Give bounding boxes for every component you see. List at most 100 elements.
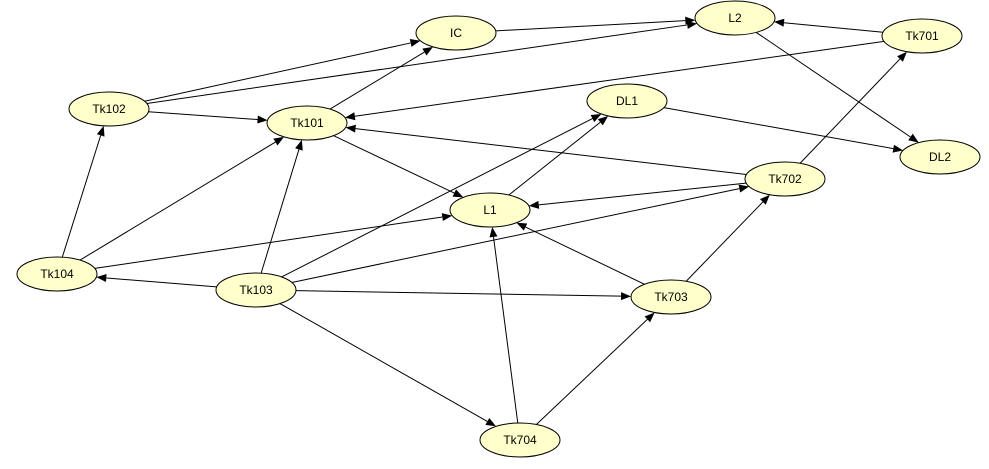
edge-Tk702-to-Tk101 (345, 124, 747, 175)
node-ellipse[interactable] (881, 18, 963, 54)
arrowhead-icon (686, 20, 698, 29)
node-ellipse[interactable] (215, 272, 297, 308)
arrowhead-icon (738, 184, 750, 193)
node-label: DL2 (929, 150, 951, 164)
edge-Tk703-to-L1 (516, 222, 645, 285)
arrowhead-icon (452, 189, 464, 198)
edge-line (281, 118, 593, 278)
edge-Tk101-to-L1 (333, 135, 464, 198)
edge-Tk103-to-DL1 (281, 114, 602, 278)
node-ellipse[interactable] (16, 256, 98, 292)
node-label: Tk103 (239, 283, 273, 297)
node-tk101[interactable]: Tk101 (266, 105, 348, 141)
edge-Tk702-to-L1 (528, 182, 747, 209)
edge-Tk104-to-Tk101 (79, 136, 284, 261)
edge-line (783, 22, 884, 33)
edge-Tk704-to-Tk703 (536, 312, 655, 425)
edge-line (333, 135, 455, 194)
node-label: Tk101 (290, 116, 324, 130)
edge-IC-to-L2 (495, 16, 696, 32)
edge-line (329, 51, 425, 110)
edge-L2-to-DL2 (755, 31, 919, 143)
edge-line (536, 319, 648, 425)
arrowhead-icon (344, 112, 356, 121)
node-dl2[interactable]: DL2 (899, 139, 981, 175)
edges-layer (61, 16, 919, 427)
edge-L1-to-DL1 (508, 115, 609, 196)
edge-Tk701-to-L2 (774, 18, 884, 33)
edge-line (260, 149, 300, 274)
node-tk103[interactable]: Tk103 (215, 272, 297, 308)
edge-line (295, 290, 622, 297)
arrowhead-icon (620, 292, 632, 301)
node-ellipse[interactable] (586, 83, 668, 119)
edge-line (799, 58, 901, 164)
edge-DL1-to-DL2 (663, 107, 904, 153)
node-tk701[interactable]: Tk701 (881, 18, 963, 54)
node-ellipse[interactable] (68, 91, 150, 127)
edge-Tk102-to-Tk101 (148, 111, 268, 124)
arrowhead-icon (489, 226, 498, 238)
node-ellipse[interactable] (694, 0, 776, 36)
node-label: Tk102 (92, 102, 126, 116)
edge-line (685, 201, 764, 282)
edge-Tk102-to-IC (144, 39, 421, 102)
node-tk102[interactable]: Tk102 (68, 91, 150, 127)
edge-Tk104-to-L1 (94, 213, 453, 269)
edge-Tk101-to-IC (329, 46, 433, 110)
edge-line (354, 40, 885, 117)
edge-line (279, 303, 488, 422)
arrowhead-icon (485, 417, 497, 427)
arrowhead-icon (409, 39, 421, 47)
node-label: Tk704 (503, 433, 537, 447)
arrowhead-icon (441, 213, 453, 222)
edge-Tk103-to-Tk704 (279, 303, 497, 427)
node-label: L1 (483, 203, 497, 217)
node-dl1[interactable]: DL1 (586, 83, 668, 119)
edge-Tk103-to-Tk702 (291, 184, 750, 283)
arrowhead-icon (897, 51, 907, 62)
node-tk702[interactable]: Tk702 (744, 161, 826, 197)
node-ellipse[interactable] (630, 279, 712, 315)
edge-Tk702-to-Tk701 (799, 51, 907, 164)
edge-line (79, 141, 276, 261)
arrowhead-icon (644, 312, 655, 323)
node-label: Tk701 (905, 29, 939, 43)
node-l2[interactable]: L2 (694, 0, 776, 36)
arrowhead-icon (908, 133, 919, 143)
node-tk704[interactable]: Tk704 (479, 422, 561, 458)
node-l1[interactable]: L1 (449, 192, 531, 228)
node-tk703[interactable]: Tk703 (630, 279, 712, 315)
edge-line (508, 121, 601, 196)
arrowhead-icon (759, 194, 770, 205)
edge-line (495, 20, 686, 32)
arrowhead-icon (774, 18, 785, 27)
node-ellipse[interactable] (899, 139, 981, 175)
node-ellipse[interactable] (266, 105, 348, 141)
node-ellipse[interactable] (744, 161, 826, 197)
arrowhead-icon (96, 125, 105, 137)
edge-Tk703-to-Tk702 (685, 194, 770, 282)
arrowhead-icon (516, 222, 528, 231)
edge-line (146, 24, 688, 104)
edge-line (144, 42, 411, 102)
edge-line (493, 236, 519, 424)
arrowhead-icon (295, 139, 303, 151)
edge-line (525, 226, 645, 285)
edge-line (355, 128, 747, 175)
arrowhead-icon (597, 115, 609, 126)
node-label: Tk104 (40, 267, 74, 281)
node-tk104[interactable]: Tk104 (16, 256, 98, 292)
node-ic[interactable]: IC (415, 15, 497, 51)
edge-Tk704-to-L1 (489, 226, 519, 424)
node-ellipse[interactable] (479, 422, 561, 458)
arrowhead-icon (273, 136, 284, 146)
edge-Tk103-to-Tk703 (295, 290, 632, 301)
arrowhead-icon (685, 16, 696, 25)
node-ellipse[interactable] (449, 192, 531, 228)
node-ellipse[interactable] (415, 15, 497, 51)
arrowhead-icon (528, 200, 540, 209)
edge-line (663, 107, 894, 150)
